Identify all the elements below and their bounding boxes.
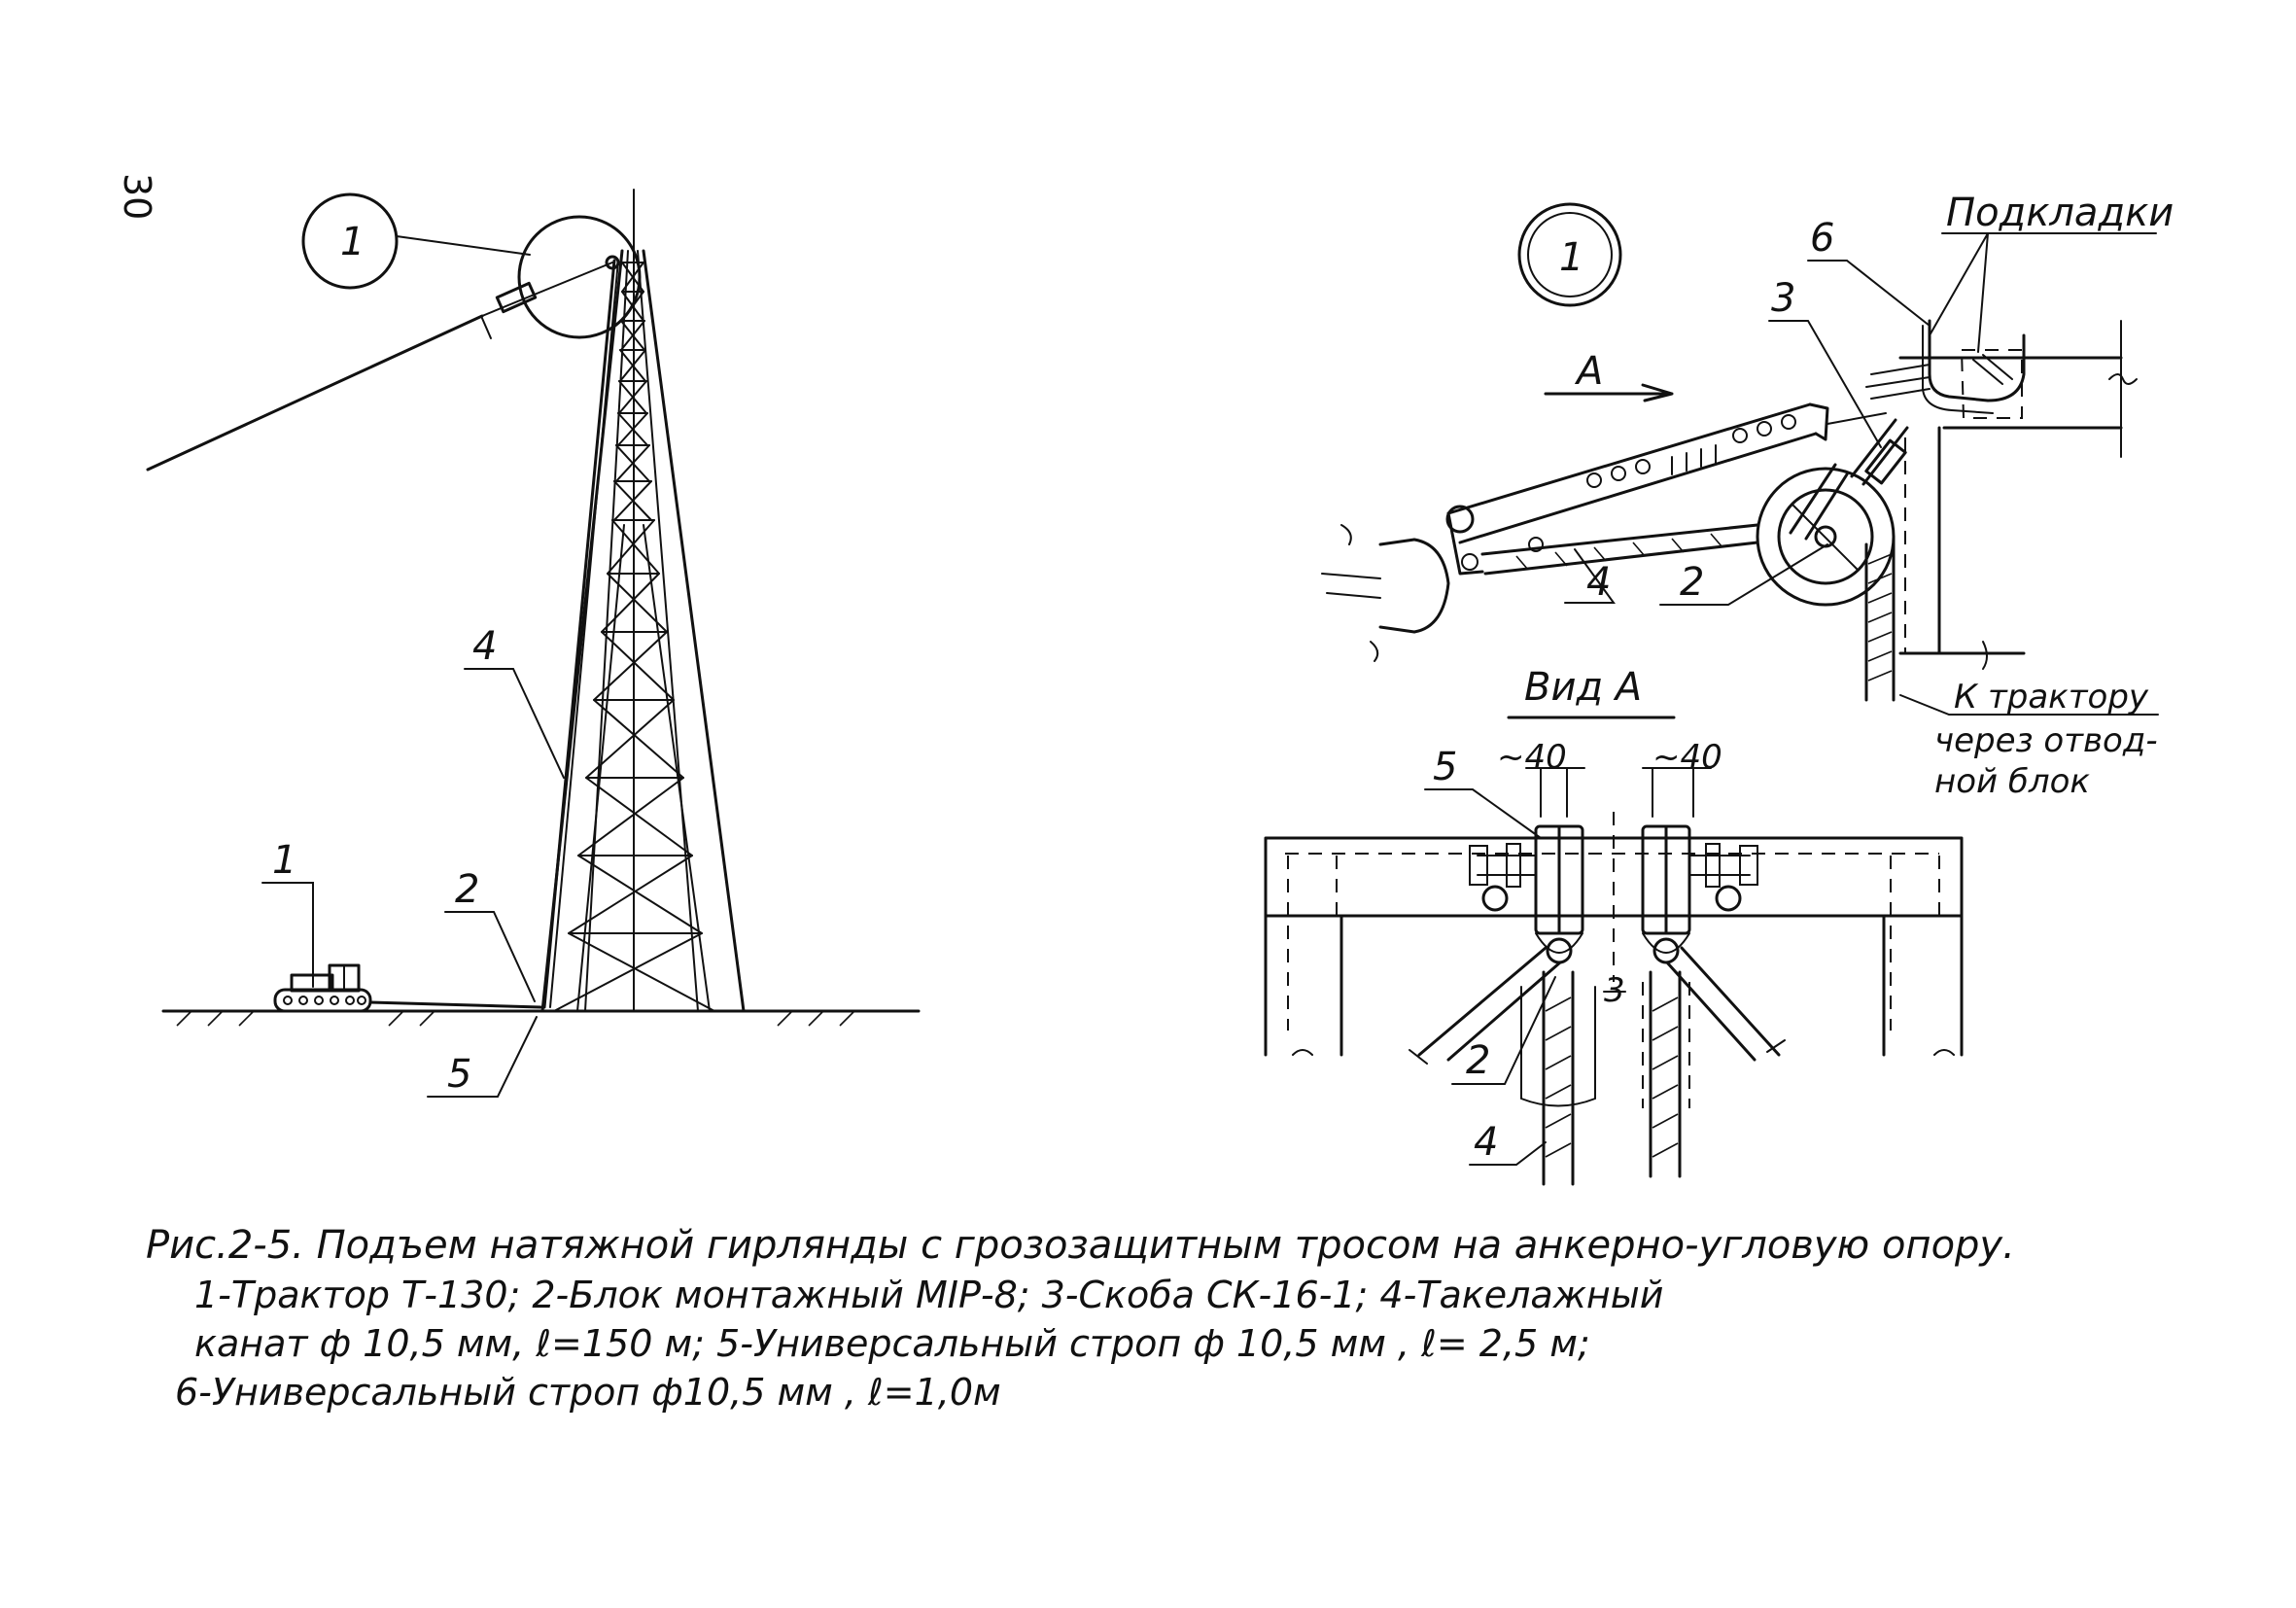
detail-ref-left: 1 <box>340 220 365 264</box>
detail-part-2: 2 <box>1680 560 1704 605</box>
dim-left: ~40 <box>1497 738 1567 777</box>
figure-caption: Рис.2-5. Подъем натяжной гирлянды с гроз… <box>146 1220 2148 1416</box>
legend-line-3: 6-Универсальный строп ф10,5 мм , ℓ=1,0м <box>175 1371 1001 1414</box>
part-number-4: 4 <box>472 624 497 669</box>
part-number-1: 1 <box>272 838 296 883</box>
part-number-5: 5 <box>447 1052 471 1097</box>
pads-label: Подкладки <box>1946 191 2174 235</box>
dim-right: ~40 <box>1652 738 1722 777</box>
caption-title: Рис.2-5. Подъем натяжной гирлянды с гроз… <box>146 1223 2015 1268</box>
detail-part-4: 4 <box>1586 560 1611 605</box>
view-a-title: Вид А <box>1524 665 1642 710</box>
view-part-2: 2 <box>1466 1038 1490 1083</box>
detail-ref-right: 1 <box>1559 235 1583 280</box>
to-tractor-line-1: К трактору <box>1954 678 2149 717</box>
view-part-3: 3 <box>1604 971 1625 1010</box>
to-tractor-line-3: ной блок <box>1934 762 2090 801</box>
detail-part-6: 6 <box>1810 216 1834 261</box>
detail-part-3: 3 <box>1771 276 1795 321</box>
view-a: Вид А ~40 ~40 <box>1264 665 1964 1186</box>
page-number: 30 <box>116 173 158 220</box>
view-part-5: 5 <box>1433 745 1457 789</box>
legend-line-1: 1-Трактор Т-130; 2-Блок монтажный МІР-8;… <box>194 1274 1664 1316</box>
to-tractor-line-2: через отвод- <box>1934 721 2158 760</box>
view-arrow-label: A <box>1574 349 1603 394</box>
caption-legend: 1-Трактор Т-130; 2-Блок монтажный МІР-8;… <box>146 1271 2148 1416</box>
detail-1: 1 Подкладки 6 3 <box>1321 191 2174 801</box>
legend-line-2: канат ф 10,5 мм, ℓ=150 м; 5-Универсальны… <box>194 1322 1590 1365</box>
part-number-2: 2 <box>455 867 479 912</box>
tractor <box>273 963 542 1013</box>
view-part-4: 4 <box>1474 1120 1498 1165</box>
tower-overview: 1 1 2 4 5 <box>146 189 921 1098</box>
